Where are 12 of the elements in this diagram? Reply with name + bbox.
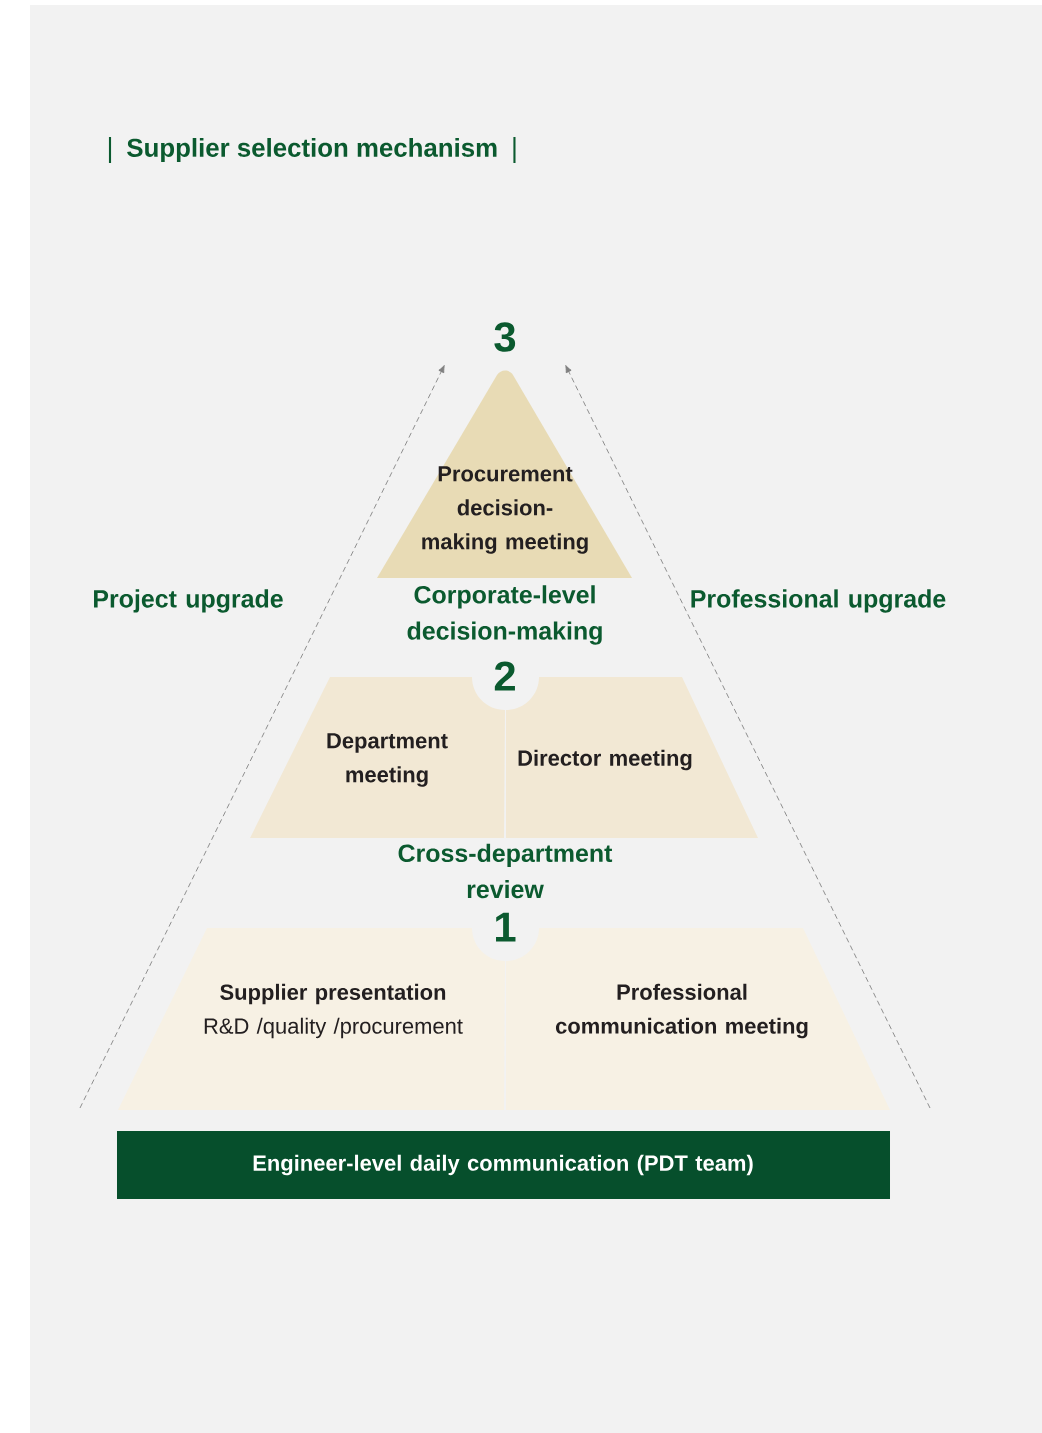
- banner-bar: Engineer-level daily communication (PDT team): [117, 1131, 890, 1199]
- title: Supplier selection mechanism: [108, 137, 516, 163]
- side-label: Professional upgrade: [691, 589, 946, 613]
- level-label: Cross-department review: [398, 843, 613, 899]
- side-label: Project upgrade: [94, 589, 283, 613]
- pyramid-top: Procurement decision-making meeting: [377, 370, 632, 578]
- level-label: Corporate-level decision-making: [407, 585, 602, 645]
- node-label: Department meeting: [327, 733, 448, 787]
- node-label: Professional communication meeting: [555, 983, 808, 1039]
- node-label: Director meeting: [518, 749, 692, 771]
- node-label: Supplier presentation: [220, 983, 446, 1005]
- node-label: R&D /quality /procurement: [204, 1017, 463, 1039]
